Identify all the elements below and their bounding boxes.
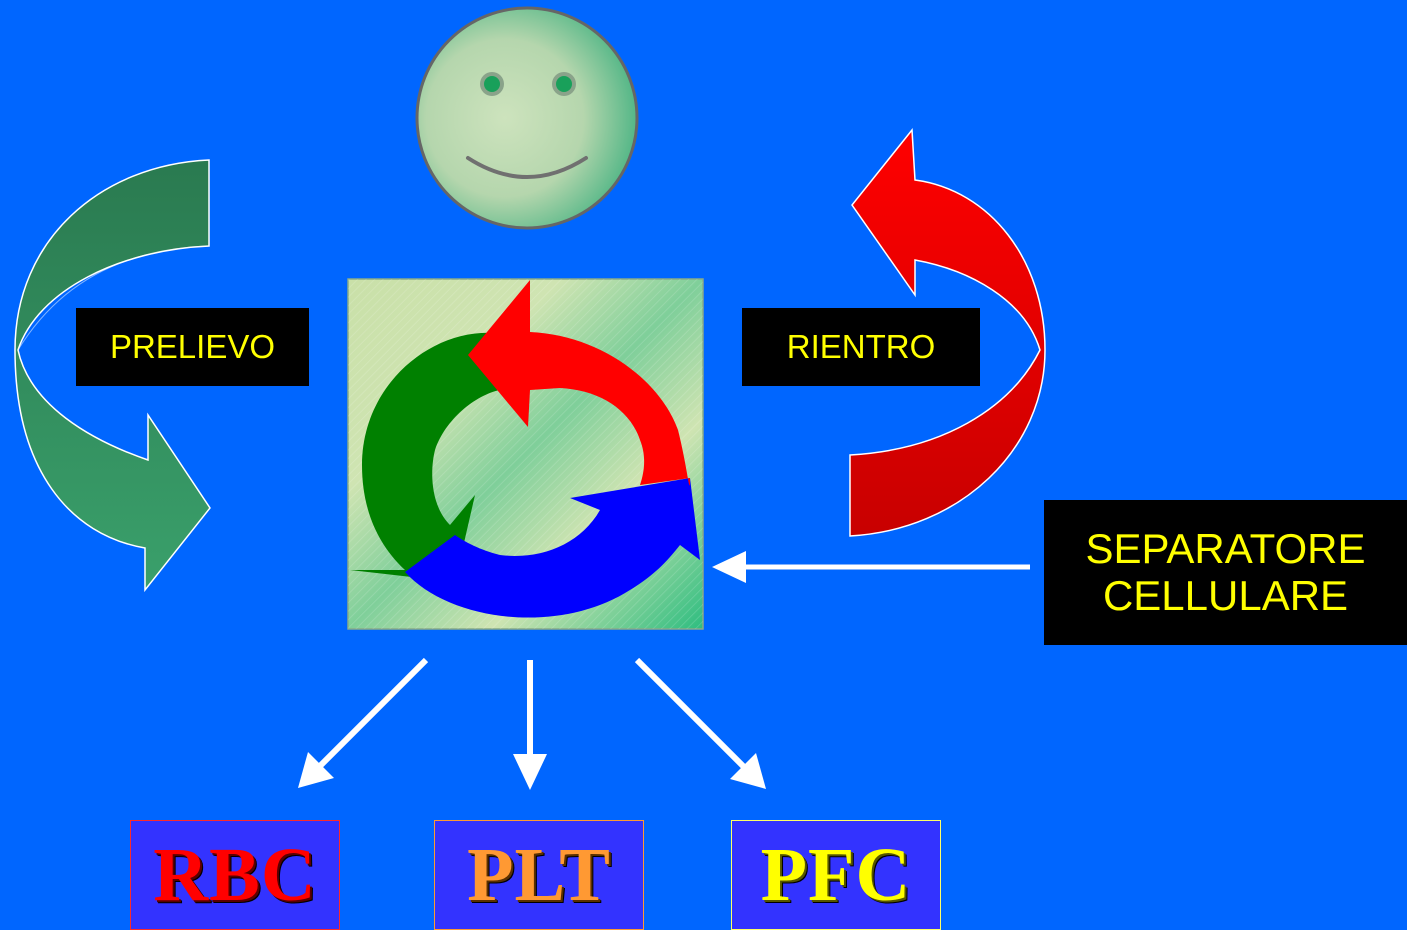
output-arrow-rbc	[298, 657, 429, 788]
product-rbc: RBC	[130, 820, 340, 930]
separatore-label-line2: CELLULARE	[1102, 571, 1349, 619]
rientro-arrow	[849, 128, 1046, 537]
product-pfc-text: PFC	[760, 832, 912, 917]
separatore-cellulare-label: SEPARATORE CELLULARE	[1044, 500, 1407, 645]
output-arrow-pfc	[634, 657, 766, 789]
rientro-label: RIENTRO	[742, 308, 980, 386]
prelievo-arrow	[14, 159, 211, 593]
product-plt: PLT	[434, 820, 644, 930]
product-rbc-text: RBC	[153, 832, 317, 917]
prelievo-label-text: PRELIEVO	[109, 328, 276, 365]
output-arrow-plt	[513, 660, 547, 790]
separator-pointer-arrow	[712, 551, 1030, 583]
recycle-arrows-icon	[347, 278, 704, 630]
product-plt-text: PLT	[467, 832, 611, 917]
separatore-label-line1: SEPARATORE	[1085, 525, 1366, 573]
prelievo-label: PRELIEVO	[76, 308, 309, 386]
product-pfc: PFC	[731, 820, 941, 930]
rientro-label-text: RIENTRO	[786, 328, 936, 365]
smiley-face-icon	[415, 6, 639, 230]
